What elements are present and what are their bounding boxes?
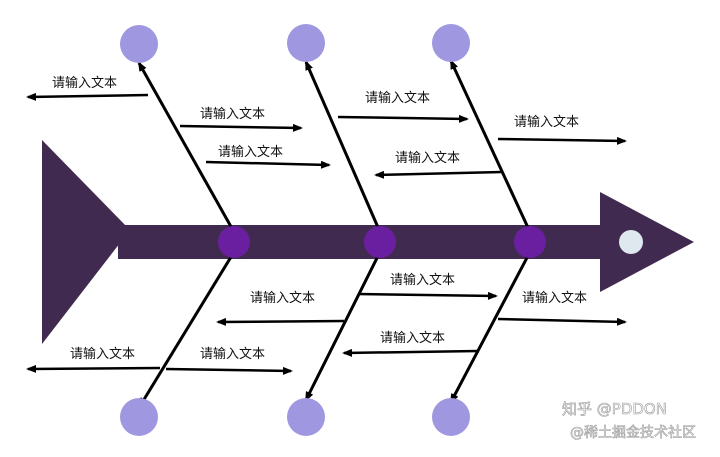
watermark: 知乎 @PDDON (562, 400, 667, 418)
cause-arrow (342, 348, 479, 357)
cause-label: 请输入文本 (70, 346, 135, 362)
cause-label: 请输入文本 (390, 272, 455, 288)
rib-bottom-3 (449, 251, 532, 404)
cause-arrow (374, 170, 503, 179)
cause-arrow (497, 136, 627, 145)
rib-bottom-2 (304, 251, 382, 402)
cause-arrow (357, 291, 498, 300)
cause-arrow (179, 123, 303, 132)
cause-arrow (26, 92, 149, 101)
junction-node (364, 226, 396, 258)
fish-tail (42, 140, 130, 344)
fish-head (600, 192, 694, 292)
cause-label: 请输入文本 (52, 75, 117, 91)
category-bubble (287, 24, 325, 62)
cause-arrow (26, 364, 161, 373)
category-bubble (120, 398, 158, 436)
cause-arrow (205, 160, 331, 169)
category-bubble (120, 25, 158, 63)
rib-top-3 (449, 59, 532, 233)
cause-label: 请输入文本 (218, 144, 283, 160)
cause-label: 请输入文本 (380, 330, 445, 346)
cause-arrow (337, 114, 469, 123)
head-dot (619, 230, 643, 254)
category-bubble (287, 398, 325, 436)
cause-label: 请输入文本 (200, 346, 265, 362)
junction-node (514, 226, 546, 258)
category-bubble (432, 398, 470, 436)
cause-label: 请输入文本 (250, 290, 315, 306)
rib-top-2 (304, 60, 382, 233)
cause-label: 请输入文本 (200, 106, 265, 122)
cause-label: 请输入文本 (522, 290, 587, 306)
cause-arrow (216, 317, 345, 326)
cause-label: 请输入文本 (365, 90, 430, 106)
rib-bottom-1 (138, 251, 236, 408)
watermark-sub: @稀土掘金技术社区 (570, 425, 696, 441)
cause-label: 请输入文本 (395, 150, 460, 166)
junction-node (218, 226, 250, 258)
cause-arrow (165, 366, 293, 375)
category-bubble (432, 24, 470, 62)
cause-label: 请输入文本 (514, 114, 579, 130)
rib-top-1 (137, 61, 236, 233)
cause-arrow (497, 317, 627, 326)
